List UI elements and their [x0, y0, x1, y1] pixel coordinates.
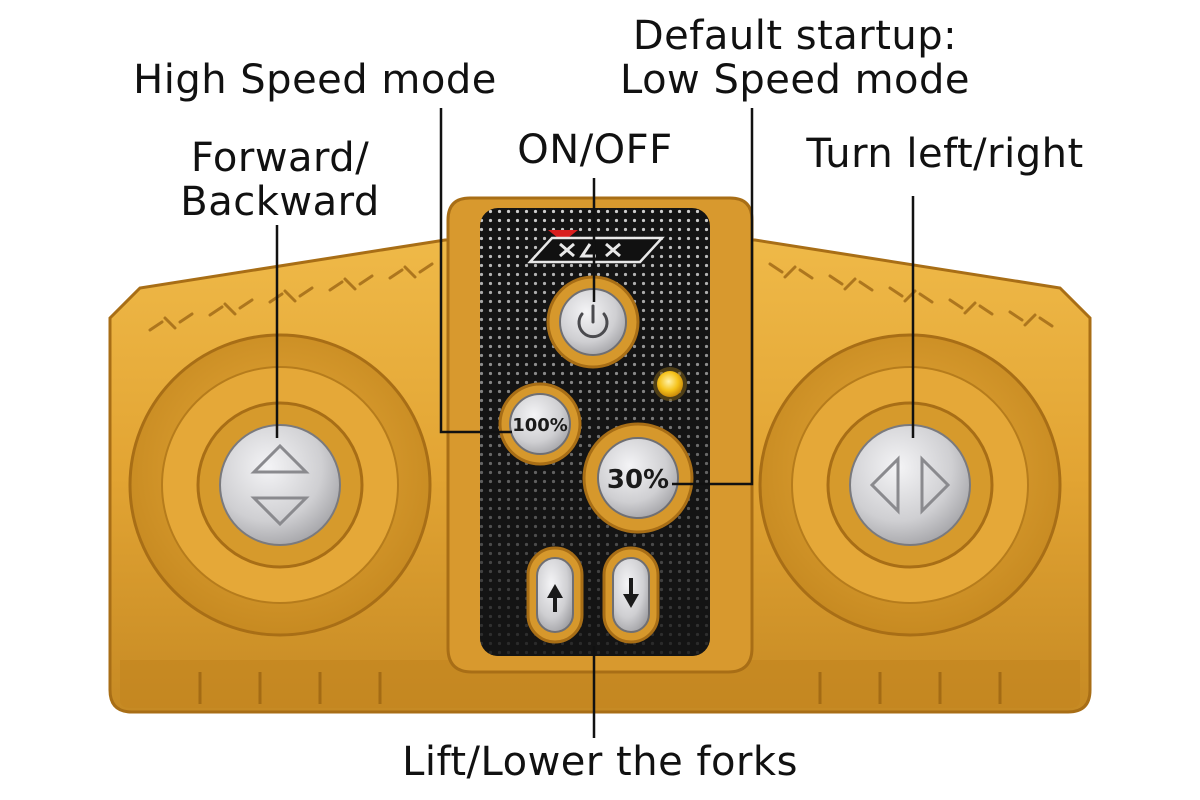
- status-led: [653, 367, 687, 401]
- default-startup-label-line1: Default startup:: [632, 13, 958, 59]
- brand-logo: [527, 230, 665, 264]
- left-right-triangles-icon: [869, 455, 951, 515]
- high-speed-button-label: 100%: [512, 415, 568, 436]
- power-button[interactable]: [546, 275, 640, 369]
- fork-down-button[interactable]: [602, 546, 660, 644]
- turn-left-right-joystick[interactable]: [758, 333, 1062, 637]
- default-startup-label: Default startup: Low Speed mode: [590, 14, 1000, 102]
- arrow-up-icon: [547, 584, 563, 612]
- high-speed-mode-label: High Speed mode: [133, 57, 497, 103]
- center-control-panel: [446, 196, 754, 674]
- lift-lower-forks-label: Lift/Lower the forks: [402, 739, 798, 785]
- up-down-triangles-icon: [250, 443, 310, 527]
- leader-lines: [275, 108, 915, 738]
- forward-backward-label-line2: Backward: [180, 179, 380, 225]
- forward-backward-label: Forward/ Backward: [160, 136, 400, 224]
- default-startup-label-line2: Low Speed mode: [619, 57, 971, 103]
- power-icon: [577, 304, 609, 339]
- low-speed-button-label: 30%: [607, 465, 669, 495]
- on-off-label: ON/OFF: [517, 127, 673, 173]
- forward-backward-label-line1: Forward/: [190, 135, 370, 181]
- arrow-down-icon: [623, 578, 639, 608]
- forward-backward-joystick[interactable]: [128, 333, 432, 637]
- turn-left-right-label: Turn left/right: [806, 131, 1084, 177]
- low-speed-button[interactable]: 30%: [582, 422, 694, 534]
- fork-up-button[interactable]: [526, 546, 584, 644]
- high-speed-button[interactable]: 100%: [498, 382, 582, 466]
